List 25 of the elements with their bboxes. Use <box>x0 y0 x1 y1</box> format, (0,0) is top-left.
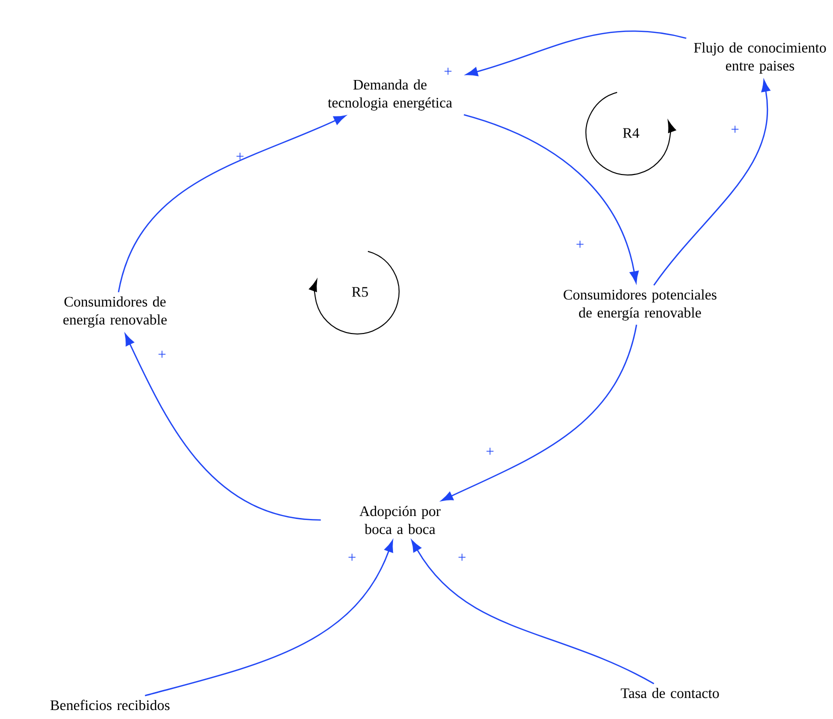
variable-label: Tasa de contacto <box>620 688 719 698</box>
variable-label: Adopción por boca a boca <box>359 506 441 534</box>
loop-label: R4 <box>622 128 640 138</box>
polarity-sign: + <box>444 68 452 75</box>
variable-label: Consumidores potenciales de energía renovable <box>564 289 716 321</box>
arrow <box>464 114 639 284</box>
polarity-sign: + <box>348 554 356 561</box>
arrow <box>411 540 654 684</box>
arrow <box>118 115 346 292</box>
variable-label: Beneficios recibidos <box>50 700 170 710</box>
arrow <box>124 334 321 521</box>
polarity-sign: + <box>486 448 494 455</box>
polarity-sign: + <box>236 152 244 160</box>
arrow <box>466 30 686 76</box>
variable-label: Flujo de conocimiento entre paises <box>694 42 826 74</box>
variable-label: Consumidores de energía renovable <box>63 296 167 328</box>
arrow <box>144 540 394 696</box>
polarity-sign: + <box>732 126 738 133</box>
arrow <box>653 80 770 286</box>
polarity-sign: + <box>158 350 166 358</box>
loop-label: R5 <box>352 287 368 297</box>
arrow <box>441 324 638 502</box>
variable-label: Demanda de tecnologia energética <box>328 79 452 111</box>
polarity-sign: + <box>576 240 584 248</box>
polarity-sign: + <box>458 554 466 561</box>
